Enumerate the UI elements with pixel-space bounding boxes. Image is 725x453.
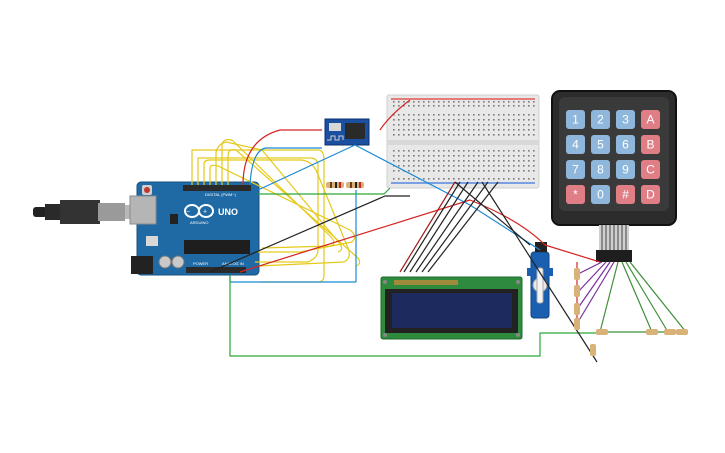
- keypad-key-label: 7: [572, 163, 579, 177]
- resistor[interactable]: [590, 344, 596, 356]
- board-model-label: UNO: [218, 207, 238, 217]
- keypad-key-label: #: [622, 188, 629, 202]
- wire-black: [403, 181, 461, 273]
- wire-green: [229, 275, 600, 357]
- arduino-uno-board[interactable]: − + UNO DIGITAL (PWM~) ARDUINO POWER ANA…: [129, 181, 260, 276]
- wire-red: [379, 99, 411, 131]
- breadboard-holes: [393, 101, 535, 180]
- keypad-key-label: 9: [622, 163, 629, 177]
- wire-green: [599, 261, 619, 333]
- keypad-key-label: A: [646, 113, 654, 127]
- wire-purple: [577, 261, 611, 309]
- wire-purple: [575, 261, 603, 276]
- keypad-key-label: *: [573, 188, 578, 202]
- keypad-key-4[interactable]: 4: [566, 135, 585, 154]
- keypad-4x4[interactable]: 1 2 3 A 4 5 6 B 7 8 9 C * 0 # D: [551, 90, 677, 262]
- keypad-key-label: 8: [597, 163, 604, 177]
- keypad-key-#[interactable]: #: [616, 185, 635, 204]
- keypad-key-0[interactable]: 0: [591, 185, 610, 204]
- wire-black: [209, 195, 410, 273]
- keypad-key-label: 3: [622, 113, 629, 127]
- wire-green: [621, 261, 653, 333]
- keypad-key-C[interactable]: C: [641, 160, 660, 179]
- keypad-key-1[interactable]: 1: [566, 110, 585, 129]
- wire-yellow: [203, 159, 350, 267]
- keypad-key-5[interactable]: 5: [591, 135, 610, 154]
- wifi-module[interactable]: [324, 118, 370, 146]
- usb-cable: [33, 200, 140, 224]
- wire-green: [258, 187, 391, 195]
- keypad-key-B[interactable]: B: [641, 135, 660, 154]
- wire-yellow: [197, 157, 319, 263]
- digital-header-label: DIGITAL (PWM~): [205, 192, 237, 197]
- keypad-key-label: 6: [622, 138, 629, 152]
- resistor[interactable]: [326, 182, 344, 188]
- keypad-key-*[interactable]: *: [566, 185, 585, 204]
- resistor[interactable]: [646, 329, 658, 335]
- wire-purple: [577, 261, 615, 323]
- wire-green: [625, 261, 669, 333]
- keypad-key-D[interactable]: D: [641, 185, 660, 204]
- keypad-key-3[interactable]: 3: [616, 110, 635, 129]
- resistor[interactable]: [574, 318, 580, 330]
- wire-black: [421, 181, 489, 273]
- keypad-key-8[interactable]: 8: [591, 160, 610, 179]
- keypad-resistors: [574, 268, 688, 356]
- svg-text:+: +: [203, 209, 207, 216]
- servo-motor[interactable]: [527, 242, 553, 319]
- breadboard[interactable]: [386, 94, 540, 189]
- keypad-key-label: D: [646, 188, 655, 202]
- keypad-key-label: 1: [572, 113, 579, 127]
- resistor[interactable]: [596, 329, 608, 335]
- power-header-label: POWER: [193, 261, 208, 266]
- wire-black: [415, 181, 479, 273]
- wire-red: [242, 129, 322, 186]
- wire-yellow: [209, 164, 356, 253]
- wire-yellow: [227, 149, 361, 267]
- keypad-key-label: 4: [572, 138, 579, 152]
- wire-black: [481, 181, 598, 363]
- wire-black: [454, 181, 531, 246]
- keypad-key-2[interactable]: 2: [591, 110, 610, 129]
- arduino-logo: − +: [184, 204, 214, 218]
- resistor[interactable]: [574, 303, 580, 315]
- keypad-key-label: B: [646, 138, 654, 152]
- lcd-display[interactable]: [380, 276, 523, 340]
- keypad-key-7[interactable]: 7: [566, 160, 585, 179]
- resistor[interactable]: [574, 268, 580, 280]
- resistor[interactable]: [676, 329, 688, 335]
- keypad-ribbon-connector: [596, 225, 632, 262]
- svg-text:−: −: [186, 209, 190, 216]
- keypad-key-label: 2: [597, 113, 604, 127]
- wires: [191, 99, 687, 363]
- wire-green: [629, 261, 687, 333]
- keypad-key-6[interactable]: 6: [616, 135, 635, 154]
- resistor[interactable]: [346, 182, 364, 188]
- wire-black: [427, 181, 499, 273]
- analog-header-label: ANALOG IN: [222, 261, 244, 266]
- resistor[interactable]: [664, 329, 676, 335]
- resistor[interactable]: [574, 285, 580, 297]
- wire-yellow: [221, 139, 335, 249]
- wire-yellow: [215, 141, 343, 253]
- keypad-key-label: 5: [597, 138, 604, 152]
- keypad-key-label: C: [646, 163, 655, 177]
- wire-black: [409, 181, 469, 273]
- wire-blue: [229, 275, 356, 283]
- keypad-key-A[interactable]: A: [641, 110, 660, 129]
- wire-purple: [577, 261, 607, 293]
- wire-blue: [257, 144, 541, 251]
- wire-red: [399, 181, 456, 273]
- wire-blue: [249, 147, 322, 186]
- keypad-key-label: 0: [597, 188, 604, 202]
- keypad-key-9[interactable]: 9: [616, 160, 635, 179]
- brand-label: ARDUINO: [190, 220, 208, 225]
